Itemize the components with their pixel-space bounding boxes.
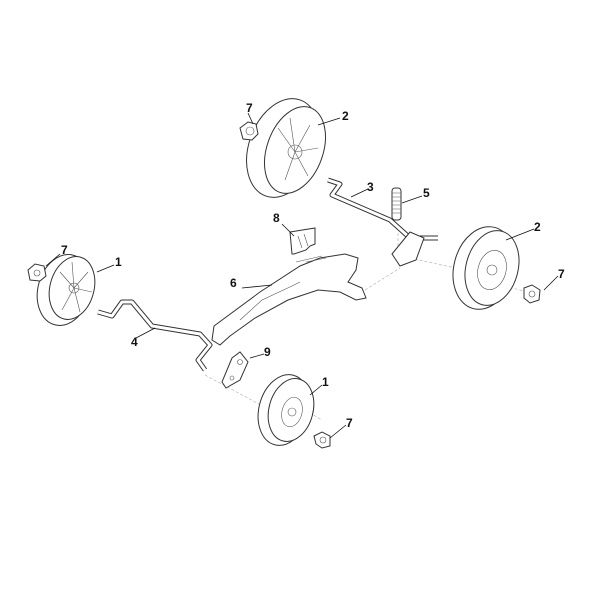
wheel-front-right (257, 374, 315, 446)
callout-1-front-left: 1 (115, 255, 122, 269)
tension-spring (391, 187, 402, 221)
callout-6: 6 (230, 276, 237, 290)
rear-axle-rod (327, 177, 438, 241)
callout-8: 8 (273, 211, 280, 225)
grip-cover (289, 227, 316, 255)
callout-4: 4 (131, 335, 138, 349)
callout-leaders (45, 112, 559, 439)
callout-7-front-left: 7 (61, 243, 68, 257)
rear-bracket (391, 231, 425, 267)
callout-7-rear-left: 7 (246, 101, 253, 115)
axle-bracket (221, 351, 249, 389)
callout-3: 3 (367, 180, 374, 194)
front-axle-rod (97, 299, 213, 372)
hub-cap-front-left (27, 263, 47, 282)
callout-9: 9 (264, 345, 271, 359)
hub-cap-rear-right (523, 284, 541, 304)
hub-cap-rear-left (239, 121, 259, 141)
hub-cap-front-right (313, 431, 331, 449)
callout-2-rear-left: 2 (342, 109, 349, 123)
wheel-front-left (36, 254, 96, 326)
callout-7-rear-right: 7 (558, 267, 565, 281)
wheel-rear-left (246, 98, 326, 198)
callout-1-front-right: 1 (322, 375, 329, 389)
callout-5: 5 (423, 186, 430, 200)
height-adjust-lever (211, 253, 367, 346)
wheel-rear-right (452, 226, 520, 310)
callout-7-front-right: 7 (346, 416, 353, 430)
callout-2-rear-right: 2 (534, 220, 541, 234)
